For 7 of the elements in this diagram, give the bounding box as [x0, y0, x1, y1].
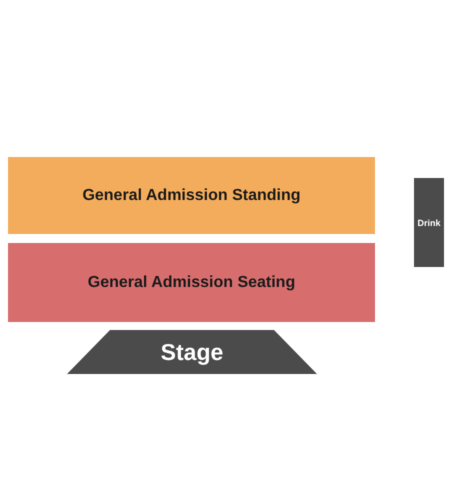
section-label: General Admission Standing [82, 186, 301, 204]
section-label: General Admission Seating [88, 274, 296, 292]
standing-section [8, 157, 375, 234]
area-label: Drink [417, 218, 440, 228]
stage-label: Stage [160, 338, 224, 366]
seating-section [8, 243, 375, 322]
drink-area [414, 178, 444, 267]
